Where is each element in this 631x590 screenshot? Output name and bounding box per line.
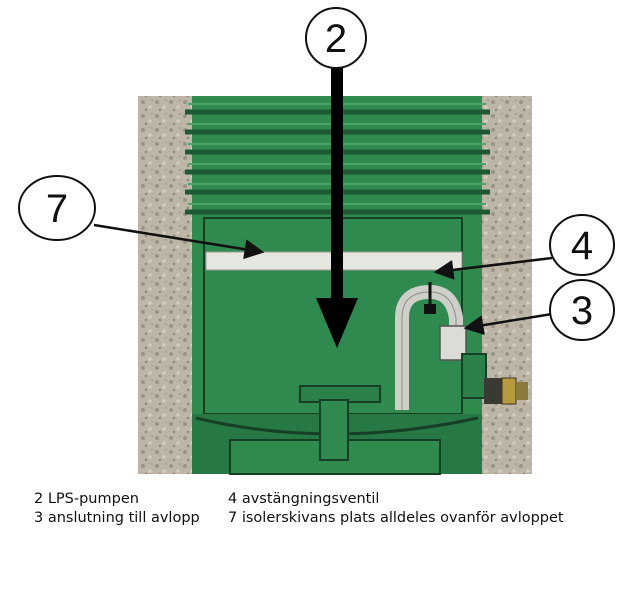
shutoff-valve	[424, 282, 436, 314]
legend-item-outlet: 3 anslutning till avlopp	[34, 510, 200, 526]
callout-insulation-number: 7	[46, 187, 68, 231]
legend-right: 4 avstängningsventil 7 isolerskivans pla…	[228, 490, 564, 528]
legend-left: 2 LPS-pumpen 3 anslutning till avlopp	[34, 490, 200, 528]
outlet-connection	[484, 377, 528, 405]
leader-line-valve	[433, 256, 553, 280]
legend-item-valve: 4 avstängningsventil	[228, 491, 380, 507]
callout-pump-number: 2	[325, 17, 347, 61]
callout-valve-number: 4	[571, 224, 593, 268]
leader-line-insulation	[93, 223, 265, 260]
callout-insulation: 7	[18, 175, 96, 241]
callout-outlet-number: 3	[571, 289, 593, 333]
callout-outlet: 3	[549, 279, 615, 341]
pump-arrow	[316, 58, 358, 348]
tank-bottom	[192, 385, 482, 475]
leader-line-outlet	[463, 312, 553, 336]
callout-pump: 2	[305, 7, 367, 69]
callout-valve: 4	[549, 214, 615, 276]
legend-item-pump: 2 LPS-pumpen	[34, 491, 139, 507]
legend-item-insulation: 7 isolerskivans plats alldeles ovanför a…	[228, 510, 564, 526]
